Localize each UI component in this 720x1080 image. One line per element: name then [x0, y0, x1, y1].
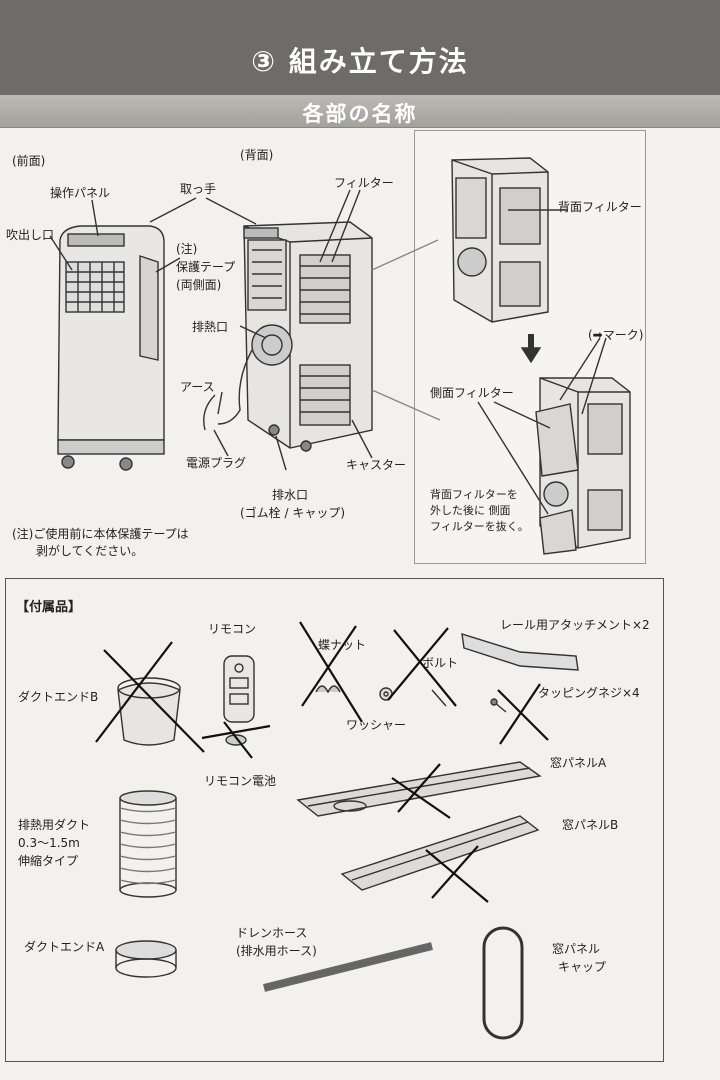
back-heading: (背面) [240, 148, 274, 162]
label-duct-end-a: ダクトエンドA [24, 940, 105, 954]
duct-end-a-illustration [115, 940, 177, 978]
label-window-panel-b: 窓パネルB [562, 818, 619, 832]
label-remote-battery: リモコン電池 [204, 774, 277, 788]
label-earth: アース [180, 380, 215, 394]
label-exhaust-duct: 排熱用ダクト [18, 818, 91, 832]
label-drain-sub: (ゴム栓 / キャップ) [240, 506, 346, 520]
label-handle: 取っ手 [180, 182, 217, 196]
drain-hose-illustration [263, 942, 433, 992]
label-rail-attachment: レール用アタッチメント×2 [500, 618, 650, 632]
instruction-line-2: 外した後に 側面 [430, 504, 511, 517]
label-filter: フィルター [334, 176, 394, 190]
front-heading: (前面) [12, 154, 46, 168]
label-tapping-screw: タッピングネジ×4 [538, 686, 640, 700]
label-drain-hose: ドレンホース [236, 926, 308, 940]
label-washer: ワッシャー [346, 718, 407, 732]
bolt-illustration [431, 689, 447, 707]
label-caster: キャスター [346, 458, 407, 472]
window-panel-b-illustration [340, 815, 540, 891]
label-power-plug: 電源プラグ [186, 456, 247, 470]
washer-illustration [379, 687, 393, 701]
front-unit-illustration [57, 225, 165, 471]
label-rear-filter: 背面フィルター [558, 200, 642, 214]
label-outlet: 吹出し口 [6, 228, 55, 242]
label-window-cap-2: キャップ [558, 960, 607, 974]
rear-filter-illustration [451, 157, 549, 323]
caution-note: (注)ご使用前に本体保護テープは 剥がしてください。 [12, 526, 189, 560]
label-both-sides: (両側面) [176, 278, 222, 292]
label-window-cap-1: 窓パネル [552, 942, 601, 956]
tapping-screw-illustration [490, 698, 507, 713]
accessories-box [5, 578, 664, 1062]
page-title: ③ 組み立て方法 [251, 45, 469, 78]
subtitle-band [0, 95, 720, 128]
label-control-panel: 操作パネル [50, 186, 111, 200]
label-window-panel-a: 窓パネルA [550, 756, 607, 770]
remote-illustration [223, 655, 255, 723]
caution-line-2: 剥がしてください。 [36, 544, 144, 558]
rail-attachment-illustration [461, 633, 579, 671]
title-band [0, 0, 720, 95]
caution-line-1: (注)ご使用前に本体保護テープは [12, 527, 189, 541]
label-duct-length: 0.3～1.5m [18, 836, 80, 850]
cross-out-marks [95, 621, 549, 903]
label-side-filter: 側面フィルター [430, 386, 514, 400]
back-unit-illustration [203, 221, 373, 452]
label-exhaust: 排熱口 [192, 320, 229, 334]
accessories-heading: 【付属品】 [16, 600, 82, 615]
label-drain-hose-sub: (排水用ホース) [236, 944, 317, 958]
label-arrow-mark: (➡マーク) [588, 328, 644, 342]
label-duct-end-b: ダクトエンドB [18, 690, 99, 704]
duct-end-b-illustration [117, 677, 181, 746]
label-bolt: ボルト [422, 656, 459, 670]
section-title: 各部の名称 [302, 102, 418, 126]
exhaust-duct-illustration [119, 790, 177, 898]
instruction-line-3: フィルターを抜く。 [430, 520, 529, 533]
label-protect-tape: 保護テープ [176, 260, 236, 274]
label-note-mark: (注) [176, 242, 198, 256]
window-panel-cap-illustration [482, 926, 524, 1040]
label-duct-type: 伸縮タイプ [18, 854, 79, 868]
instruction-line-1: 背面フィルターを [430, 488, 518, 501]
label-remote: リモコン [208, 622, 257, 636]
side-filter-illustration [535, 377, 631, 555]
label-wing-nut: 蝶ナット [318, 638, 367, 652]
label-drain: 排水口 [272, 488, 309, 502]
wing-nut-illustration [315, 685, 341, 694]
